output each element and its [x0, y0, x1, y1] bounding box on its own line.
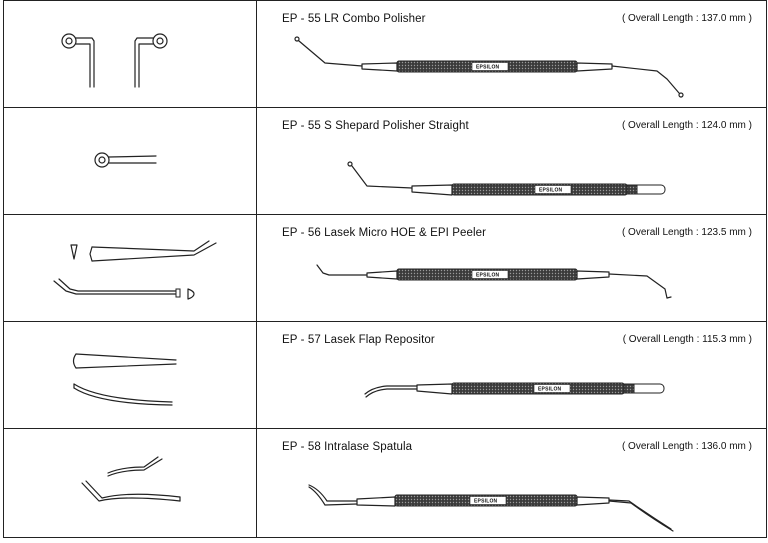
brand-logo: EPSILON — [476, 273, 500, 279]
brand-logo: EPSILON — [476, 65, 500, 71]
product-row-ep55lr: EP - 55 LR Combo Polisher ( Overall Leng… — [3, 0, 767, 107]
tip-detail-cell — [3, 108, 257, 214]
brand-logo: EPSILON — [474, 499, 498, 505]
tip-detail-cell — [3, 215, 257, 321]
product-row-ep56: EP - 56 Lasek Micro HOE & EPI Peeler ( O… — [3, 214, 767, 321]
instrument-cell: EP - 55 LR Combo Polisher ( Overall Leng… — [257, 1, 767, 107]
instrument-drawing: EPSILON — [308, 484, 674, 532]
tip-detail-drawing — [61, 33, 168, 88]
instrument-drawing: EPSILON — [364, 382, 665, 398]
product-title: EP - 57 Lasek Flap Repositor — [282, 334, 435, 346]
product-row-ep57: EP - 57 Lasek Flap Repositor ( Overall L… — [3, 321, 767, 428]
product-title: EP - 55 S Shepard Polisher Straight — [282, 120, 469, 132]
tip-detail-drawing — [72, 353, 177, 406]
tip-detail-cell — [3, 1, 257, 107]
tip-detail-cell — [3, 429, 257, 537]
tip-detail-drawing — [81, 456, 181, 502]
overall-length: ( Overall Length : 124.0 mm ) — [621, 120, 752, 131]
instrument-cell: EP - 57 Lasek Flap Repositor ( Overall L… — [257, 322, 767, 428]
instrument-cell: EP - 58 Intralase Spatula ( Overall Leng… — [257, 429, 767, 537]
product-row-ep58: EP - 58 Intralase Spatula ( Overall Leng… — [3, 428, 767, 538]
product-row-ep55s: EP - 55 S Shepard Polisher Straight ( Ov… — [3, 107, 767, 214]
product-title: EP - 58 Intralase Spatula — [282, 441, 413, 453]
overall-length: ( Overall Length : 137.0 mm ) — [621, 13, 752, 24]
brand-logo: EPSILON — [539, 188, 563, 194]
product-title: EP - 56 Lasek Micro HOE & EPI Peeler — [282, 227, 487, 239]
product-title: EP - 55 LR Combo Polisher — [282, 13, 426, 25]
tip-detail-drawing — [53, 240, 217, 300]
overall-length: ( Overall Length : 115.3 mm ) — [622, 334, 752, 345]
instrument-cell: EP - 56 Lasek Micro HOE & EPI Peeler ( O… — [257, 215, 767, 321]
instrument-cell: EP - 55 S Shepard Polisher Straight ( Ov… — [257, 108, 767, 214]
overall-length: ( Overall Length : 123.5 mm ) — [621, 227, 752, 238]
instrument-drawing: EPSILON — [294, 36, 684, 98]
overall-length: ( Overall Length : 136.0 mm ) — [621, 441, 752, 452]
instrument-drawing: EPSILON — [316, 264, 672, 299]
brand-logo: EPSILON — [538, 387, 562, 393]
instrument-drawing: EPSILON — [347, 161, 666, 196]
tip-detail-drawing — [94, 152, 157, 168]
tip-detail-cell — [3, 322, 257, 428]
